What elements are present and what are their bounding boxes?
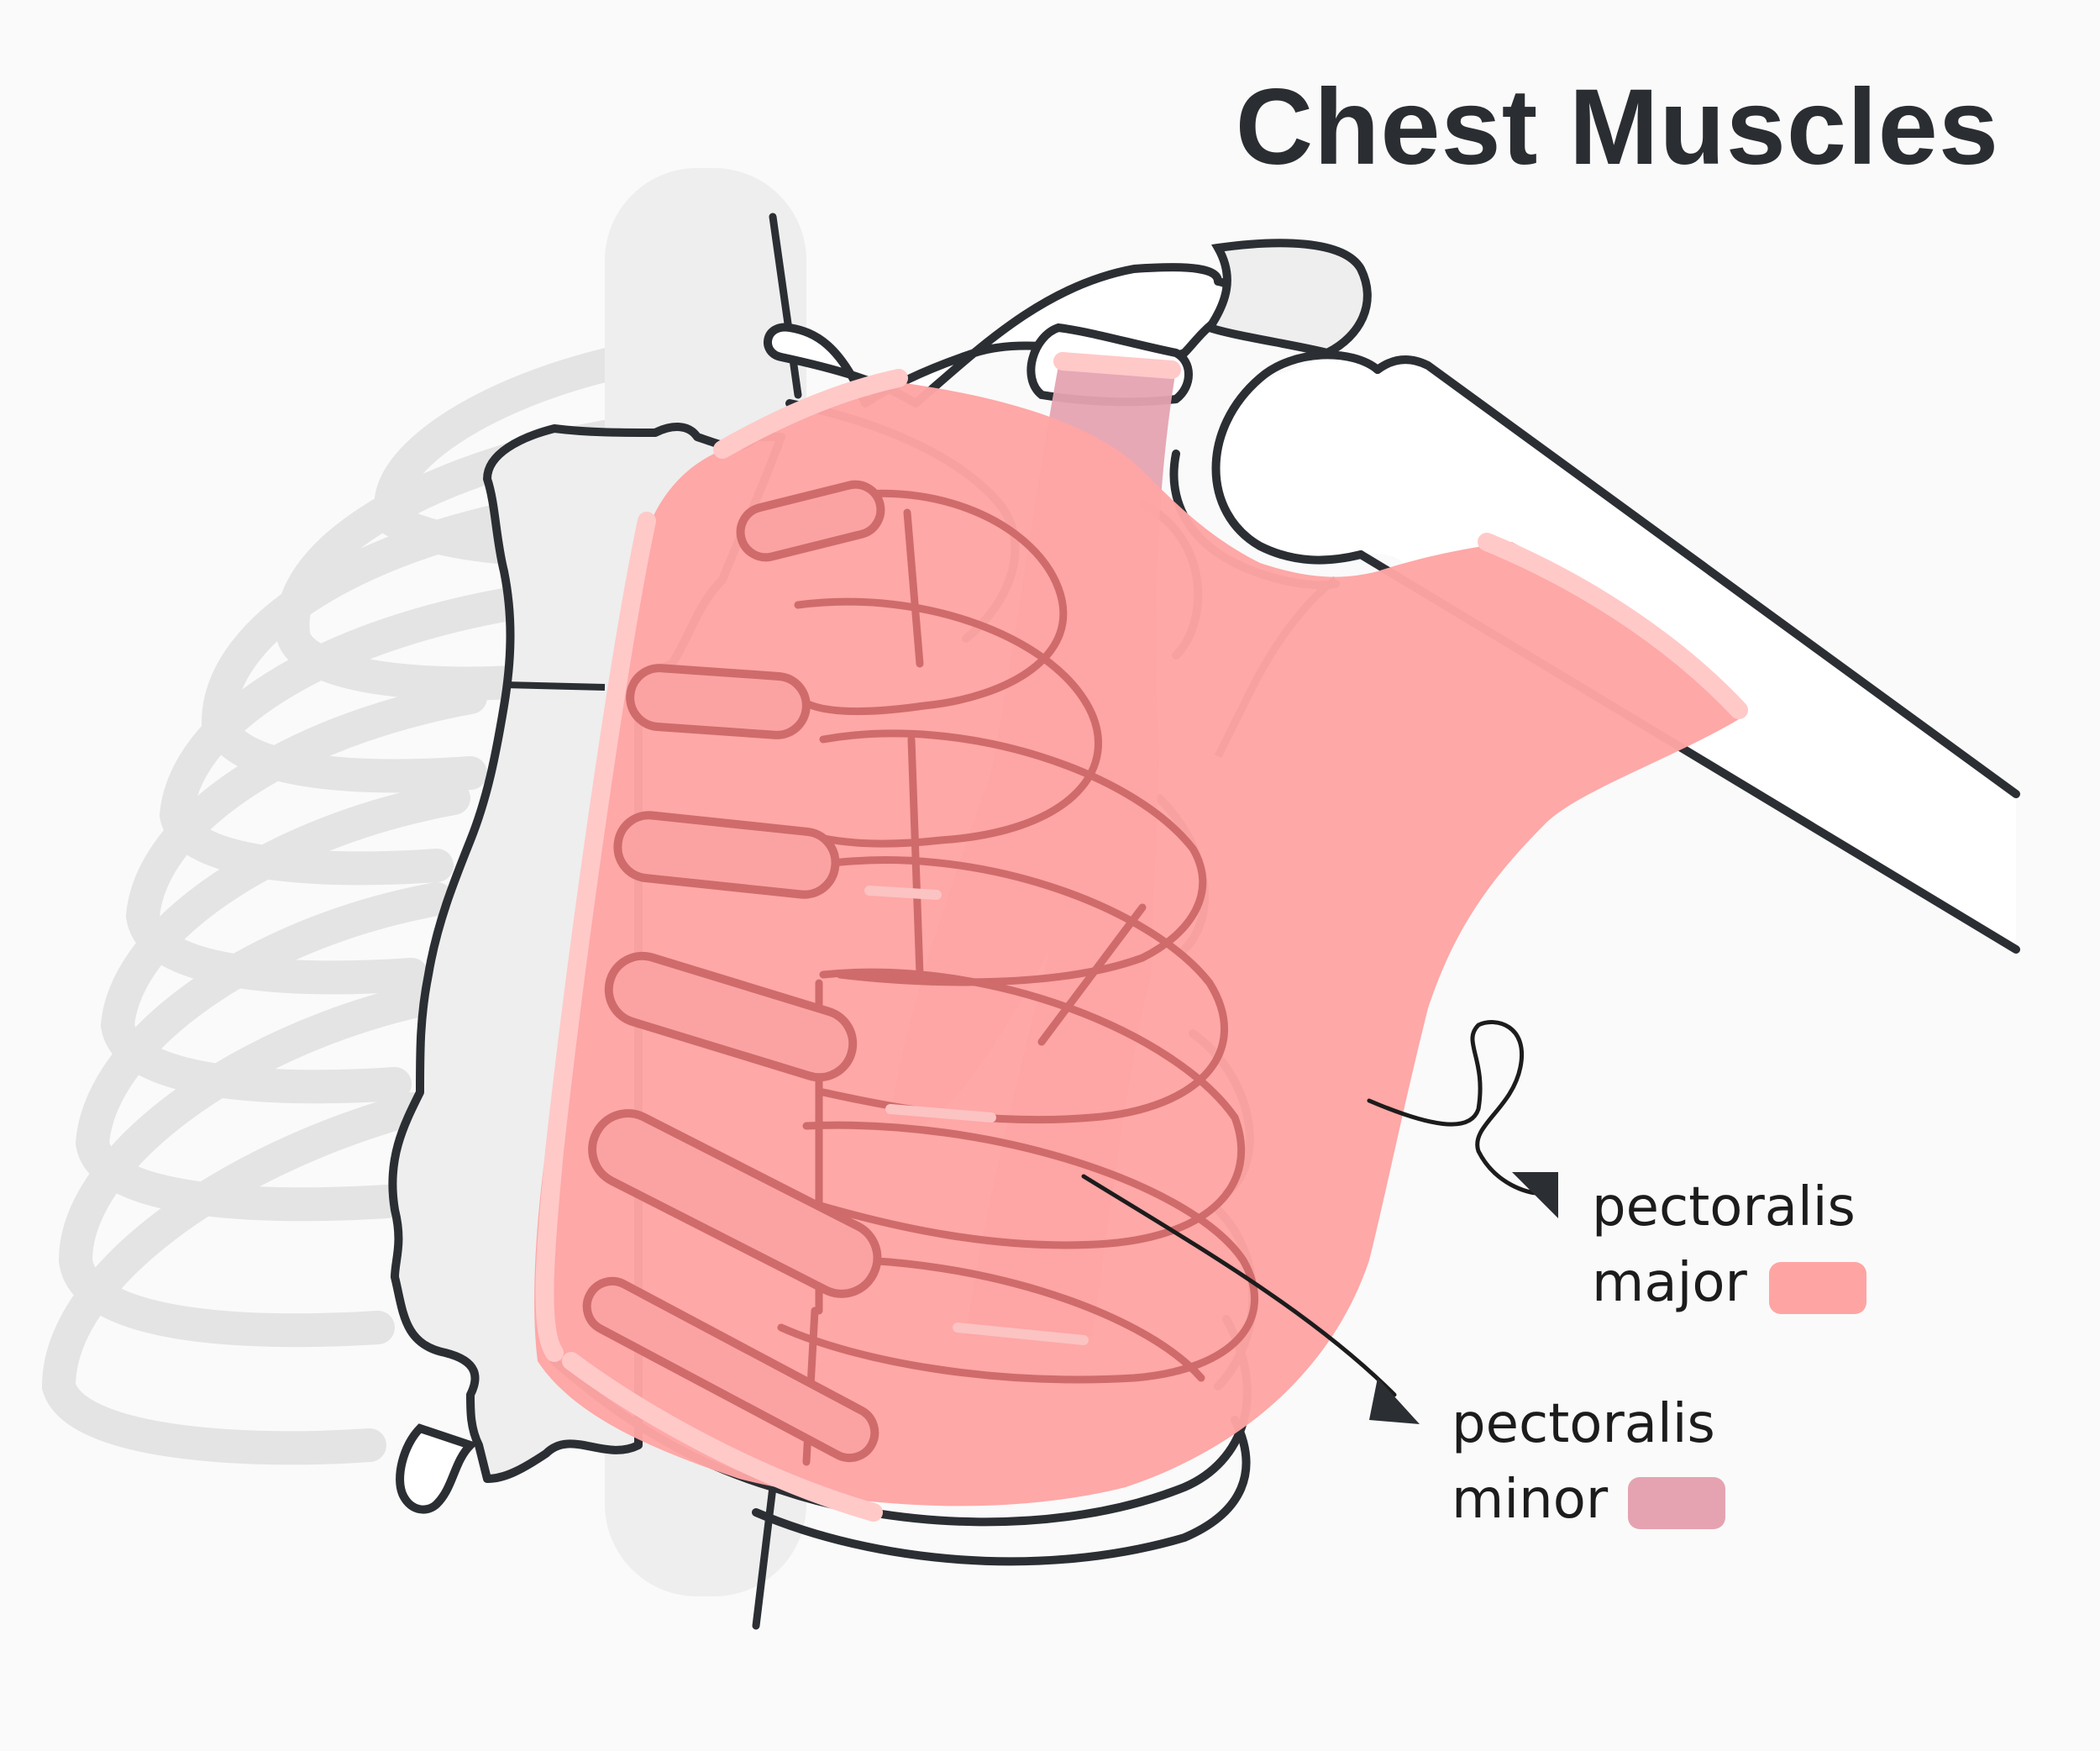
back-ribs: [41, 344, 638, 1465]
diagram-title: Chest Muscles: [1235, 67, 1999, 187]
pectoralis-minor-leader: [1081, 1174, 1397, 1397]
acromion: [1203, 239, 1372, 358]
legend-line2: minor: [1452, 1469, 1609, 1531]
pectoralis-minor-arrowhead: [1369, 1378, 1420, 1424]
muscle-highlights: [535, 352, 1748, 1522]
muscle-fibre-marks: [864, 886, 1089, 1345]
costal-cartilages: [582, 480, 885, 1463]
legend-label-pectoralis-minor: pectoralis minor: [1452, 1386, 1715, 1538]
legend-line2: major: [1592, 1252, 1747, 1314]
swatch-pectoralis-major: [1769, 1262, 1866, 1314]
pectoralis-major-arrowhead: [1512, 1172, 1558, 1218]
legend-line1: pectoralis: [1592, 1176, 1856, 1238]
legend-line1: pectoralis: [1452, 1393, 1715, 1455]
legend-label-pectoralis-major: pectoralis major: [1592, 1170, 1856, 1321]
xiphoid: [396, 1423, 479, 1514]
midline: [752, 213, 802, 1630]
swatch-pectoralis-minor: [1628, 1477, 1725, 1529]
pectoralis-major-leader: [1367, 1020, 1540, 1196]
sternal-angle: [503, 681, 606, 691]
